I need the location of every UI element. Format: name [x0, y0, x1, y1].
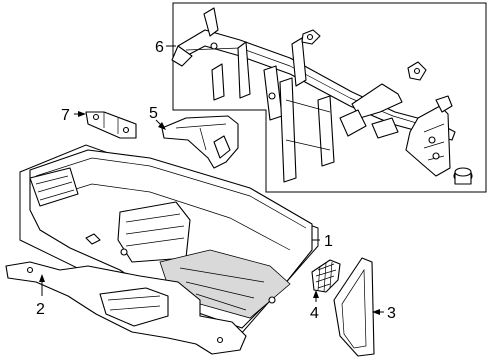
- callout-5: 5: [149, 105, 166, 130]
- callout-label-2: 2: [36, 301, 45, 318]
- reinforcement-group-frame: [172, 2, 487, 193]
- callout-3: 3: [372, 305, 396, 322]
- side-cap-part-3: [333, 257, 375, 357]
- callout-1: 1: [312, 233, 333, 250]
- column-cover-part-5: [161, 115, 239, 169]
- under-cover-part-2: [5, 261, 247, 355]
- bracket-part-7: [85, 111, 137, 139]
- clip-fastener-right-mid: [435, 95, 453, 113]
- instrument-panel-part-1: [29, 149, 313, 329]
- callout-4: 4: [310, 290, 319, 322]
- callout-label-7: 7: [61, 107, 70, 124]
- callout-label-6: 6: [155, 39, 164, 56]
- callout-label-5: 5: [149, 105, 158, 122]
- callout-2: 2: [36, 274, 45, 318]
- clip-fastener-right-top: [407, 61, 427, 81]
- side-vent-part-4: [311, 259, 341, 293]
- callout-label-4: 4: [310, 305, 319, 322]
- steering-hanger-beam: [171, 7, 456, 183]
- callout-6: 6: [155, 39, 176, 56]
- clip-fastener-upper: [301, 29, 321, 45]
- callout-label-1: 1: [324, 233, 333, 250]
- callout-label-3: 3: [387, 305, 396, 322]
- callout-7: 7: [61, 107, 86, 124]
- bolt-lower-right: [453, 167, 473, 185]
